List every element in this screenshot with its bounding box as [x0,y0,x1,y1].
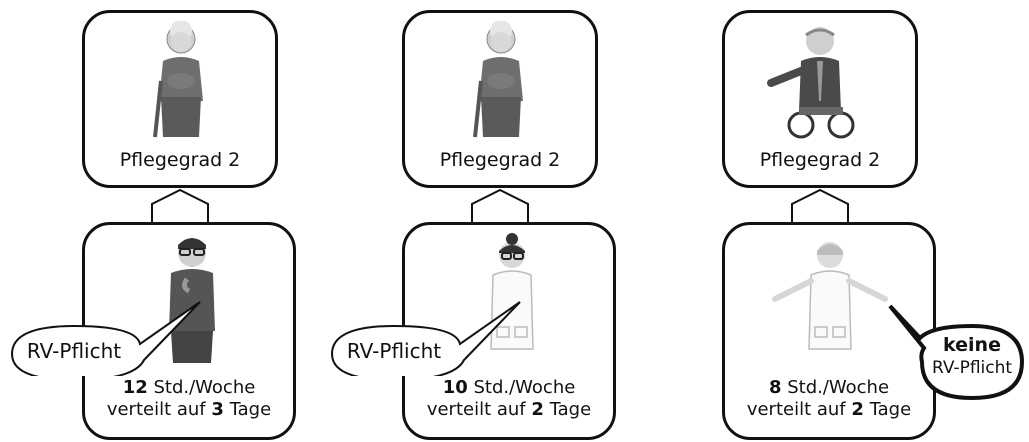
panel-1: Pflegegrad 2 12 Std./Woche verteilt auf … [0,0,300,442]
speech-bubble [330,301,521,376]
hours-text: 8 Std./Woche verteilt auf 2 Tage [746,377,912,420]
connector-arrow [471,188,529,222]
care-level-label: Pflegegrad 2 [759,149,881,171]
speech-bubble [888,304,1025,401]
care-recipient-box: Pflegegrad 2 [402,10,598,188]
female-nurse-shrugging-figure [772,242,888,350]
panel-3: Pflegegrad 2 8 Std./Woche verteilt auf 2… [640,0,1025,442]
care-recipient-box: Pflegegrad 2 [722,10,918,188]
speech-bubble [10,301,201,376]
elderly-woman-cane-figure [153,21,203,138]
caregiver-box: 8 Std./Woche verteilt auf 2 Tage [722,222,936,440]
bubble-text: RV-Pflicht [26,339,122,363]
elderly-man-wheelchair-figure [767,27,855,139]
elderly-woman-cane-figure [473,21,523,138]
care-level-label: Pflegegrad 2 [119,149,241,171]
care-level-label: Pflegegrad 2 [439,149,561,171]
connector-arrow [791,188,849,222]
bubble-text: keine RV-Pflicht [931,334,1013,378]
bubble-text: RV-Pflicht [346,339,442,363]
panel-2: Pflegegrad 2 10 Std./Woche verteilt auf … [320,0,620,442]
hours-text: 10 Std./Woche verteilt auf 2 Tage [426,377,592,420]
hours-text: 12 Std./Woche verteilt auf 3 Tage [106,377,272,420]
connector-arrow [151,188,209,222]
care-recipient-box: Pflegegrad 2 [82,10,278,188]
